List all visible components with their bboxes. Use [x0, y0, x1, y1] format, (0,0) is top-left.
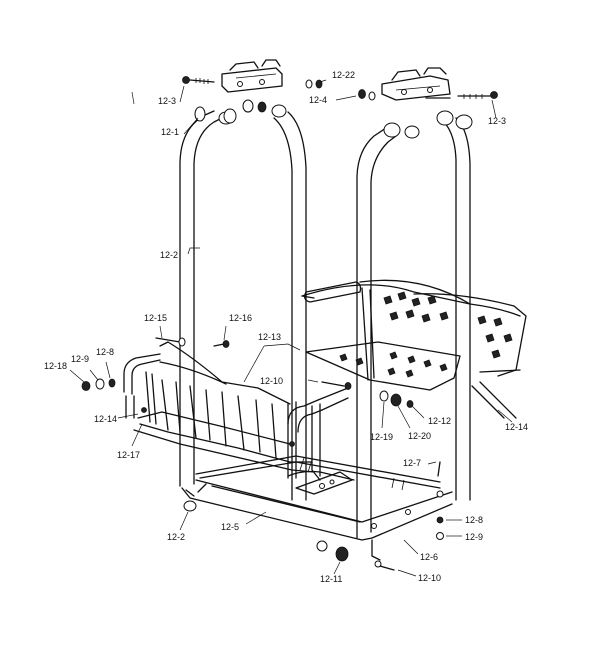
- top-clamp-left: [221, 59, 283, 93]
- callout-12-13: 12-13: [258, 332, 281, 342]
- rear-seat: [301, 279, 527, 419]
- callout-12-1: 12-1: [161, 127, 179, 137]
- rear-left-upright: [179, 106, 237, 487]
- callout-12-18: 12-18: [44, 361, 67, 371]
- right-hardware: [316, 381, 444, 571]
- callout-12-7: 12-7: [403, 458, 421, 468]
- rear-seat-pattern: [339, 291, 513, 378]
- front-seat: [123, 341, 353, 495]
- callout-12-20: 12-20: [408, 431, 431, 441]
- front-right-upright: [436, 110, 473, 501]
- callout-12-9-left: 12-9: [71, 354, 89, 364]
- callout-12-16: 12-16: [229, 313, 252, 323]
- callout-12-6: 12-6: [420, 552, 438, 562]
- callout-12-15: 12-15: [144, 313, 167, 323]
- callout-12-12: 12-12: [428, 416, 451, 426]
- left-hardware: [81, 337, 230, 512]
- callout-12-17: 12-17: [117, 450, 140, 460]
- top-hardware: [182, 76, 498, 101]
- callout-12-22: 12-22: [332, 70, 355, 80]
- callout-12-8-left: 12-8: [96, 347, 114, 357]
- leader-lines: [69, 79, 513, 577]
- callout-12-10-bottom: 12-10: [418, 573, 441, 583]
- callout-12-8-right: 12-8: [465, 515, 483, 525]
- callout-12-19: 12-19: [370, 432, 393, 442]
- callout-12-3-left: 12-3: [158, 96, 176, 106]
- callout-12-2-lower: 12-2: [167, 532, 185, 542]
- rear-right-upright: [242, 99, 307, 501]
- callout-labels: 12-22 12-3 12-4 12-3 12-1 12-2 12-15 12-…: [44, 70, 528, 584]
- front-left-upright: [356, 122, 420, 539]
- callout-12-11: 12-11: [320, 574, 342, 584]
- callout-12-10-mid: 12-10: [260, 376, 283, 386]
- callout-12-3-right: 12-3: [488, 116, 506, 126]
- callout-12-5: 12-5: [221, 522, 239, 532]
- callout-12-9-right: 12-9: [465, 532, 483, 542]
- callout-12-14-right: 12-14: [505, 422, 528, 432]
- callout-12-14-left: 12-14: [94, 414, 117, 424]
- callout-12-4: 12-4: [309, 95, 327, 105]
- callout-12-2-upper: 12-2: [160, 250, 178, 260]
- top-clamp-right: [381, 67, 451, 101]
